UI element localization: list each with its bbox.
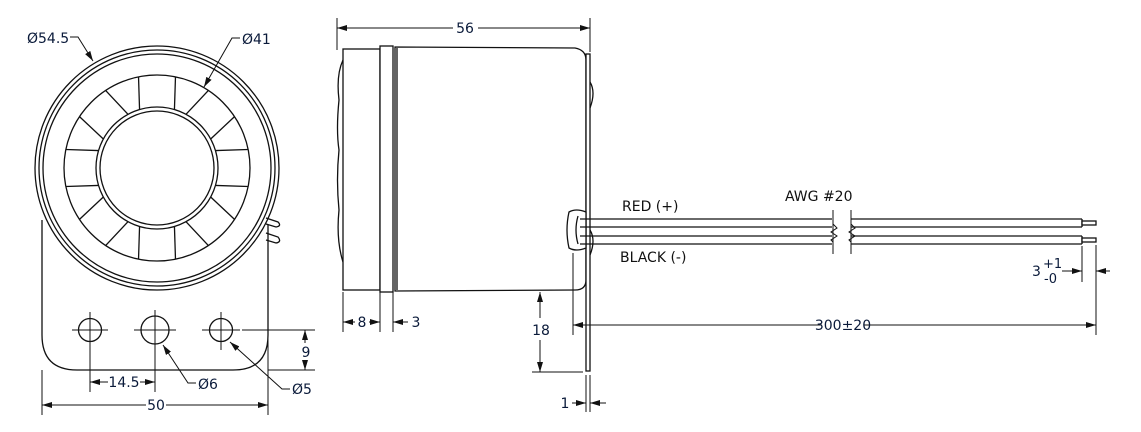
wire-gauge-label: AWG #20 [785, 189, 853, 205]
grille-spoke [137, 76, 141, 110]
dim-front-cap: 8 [358, 315, 367, 331]
grille-spoke [105, 221, 129, 246]
dim-center-hole: Ø6 [198, 377, 218, 393]
wire-break-symbol [830, 210, 856, 254]
grille-spoke [215, 148, 249, 152]
grille-spoke [65, 148, 99, 152]
dim-side-hole: Ø5 [292, 382, 312, 398]
grille-spoke [185, 90, 209, 115]
dim-strip-tol-plus: +1 [1043, 257, 1062, 272]
side-view: RED (+) AWG #20 BLACK (-) 56 8 3 18 1 30… [336, 18, 1110, 412]
dim-hole-height: 9 [302, 345, 311, 361]
grille-spoke [210, 116, 235, 140]
hole-centerlines [72, 310, 240, 392]
front-cap [342, 48, 381, 291]
grille-spoke [215, 184, 249, 188]
grille-spoke [173, 226, 177, 260]
wire-tab [265, 232, 281, 244]
front-view: 50 14.5 9 Ø6 Ø5 Ø54.5 Ø41 [27, 31, 315, 415]
grille-profile [336, 59, 344, 263]
black-wire-label: BLACK (-) [620, 250, 686, 266]
grille-spoke [79, 196, 104, 220]
dim-overall-length: 56 [456, 21, 474, 37]
flange [379, 45, 394, 293]
grille-spoke [173, 76, 177, 110]
outer-rim [34, 45, 280, 291]
black-wire [580, 235, 1097, 245]
grille-spoke [210, 196, 235, 220]
red-wire-label: RED (+) [622, 199, 678, 215]
grille-spoke [79, 116, 104, 140]
dim-flange: 3 [412, 315, 421, 331]
rim-ring-inner [42, 53, 272, 283]
dim-strip-tol-minus: -0 [1044, 272, 1057, 287]
dim-outer-diameter: Ø54.5 [27, 31, 69, 47]
grille-spoke [105, 90, 129, 115]
wire-tab [265, 217, 281, 228]
dim-bracket-thickness: 1 [561, 396, 570, 412]
dim-bracket-offset: 18 [532, 323, 550, 339]
grille-spoke [137, 226, 141, 260]
dim-bracket-width: 50 [147, 398, 165, 414]
center-dome [99, 110, 215, 226]
dim-strip-length: 3 [1032, 264, 1041, 280]
body-housing [394, 46, 587, 292]
rivet-head [589, 229, 594, 256]
red-wire [580, 218, 1097, 228]
rivet-head [589, 81, 594, 109]
extension-lines [336, 18, 1097, 412]
dim-hole-spacing: 14.5 [108, 375, 139, 391]
grille-spokes [65, 76, 249, 260]
grille-outer [63, 74, 251, 262]
dim-grille-diameter: Ø41 [242, 32, 271, 48]
grille-inner-ring [95, 106, 219, 230]
dim-wire-length: 300±20 [815, 318, 871, 334]
extension-lines [41, 225, 315, 415]
grille-spoke [65, 184, 99, 188]
grille-spoke [185, 221, 209, 246]
rim-ring [38, 49, 276, 287]
